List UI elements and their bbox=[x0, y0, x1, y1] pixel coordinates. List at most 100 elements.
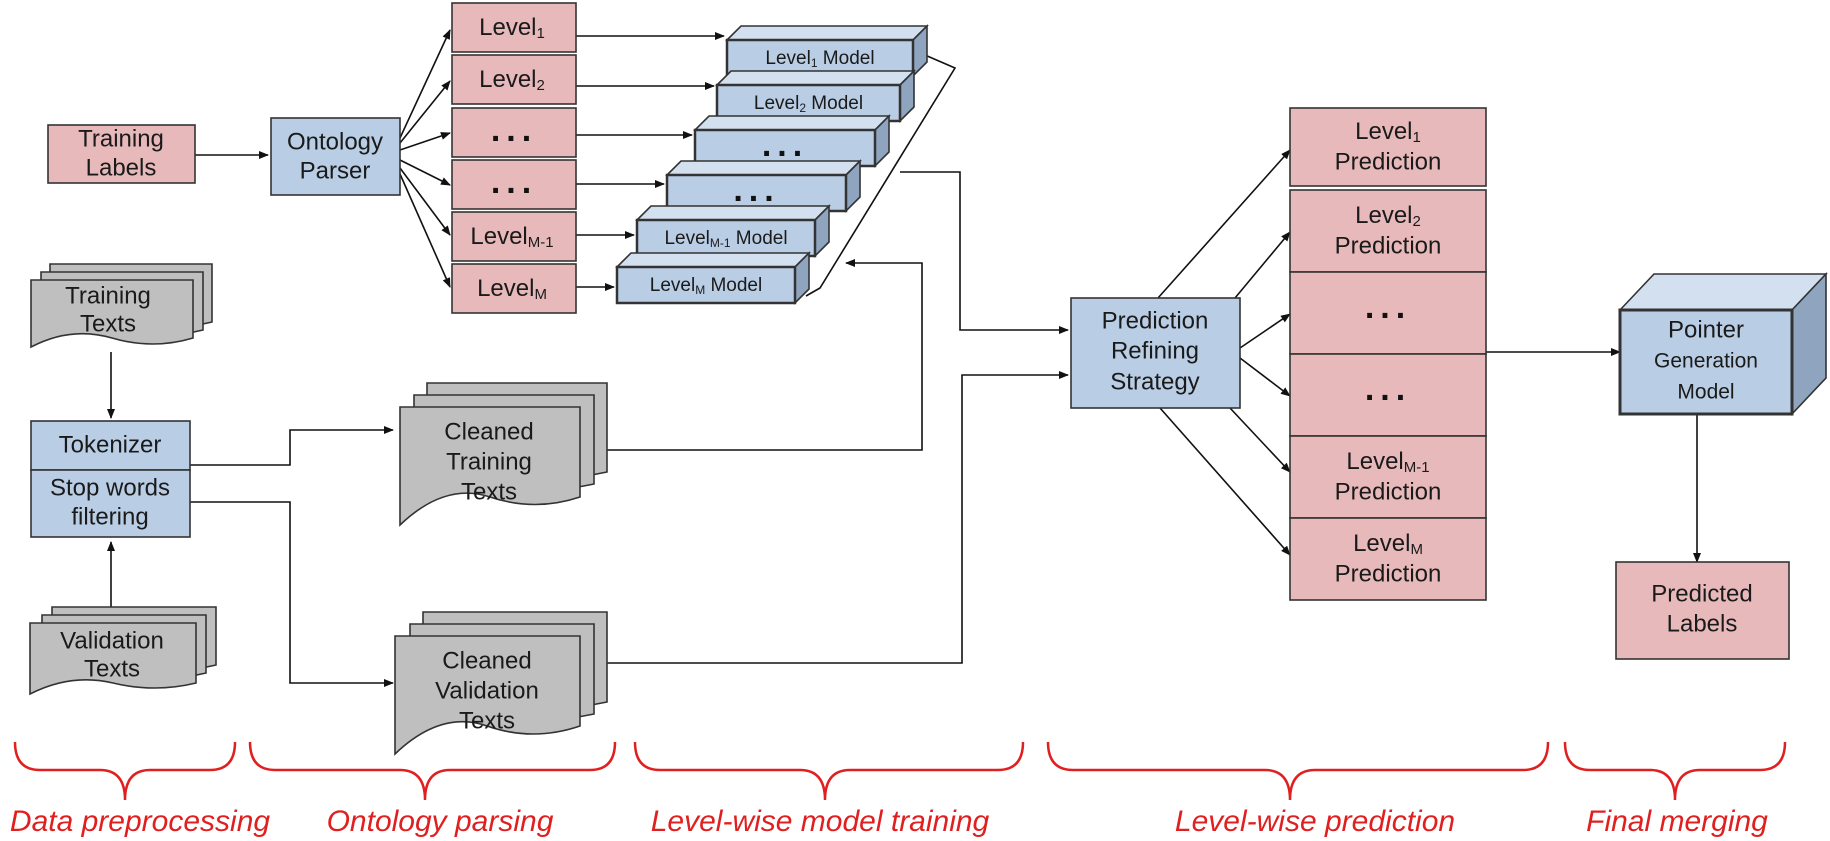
arrow-cleaned-training-to-models bbox=[607, 259, 923, 451]
arrow-parser-to-level-3 bbox=[399, 132, 451, 151]
stage-label-model-training: Level-wise model training bbox=[651, 805, 990, 838]
arrow-parser-to-level-2 bbox=[399, 80, 451, 144]
brace-level-prediction bbox=[1046, 741, 1550, 801]
arrow-refining-to-prediction-5 bbox=[1229, 407, 1291, 473]
stage-label-level-prediction: Level-wise prediction bbox=[1175, 805, 1455, 838]
level-box-5: LevelM-1 bbox=[451, 211, 577, 262]
cleaned-validation-text-2: Validation bbox=[435, 677, 539, 704]
pointer-text-3: Model bbox=[1677, 381, 1734, 404]
ontology-parser-text-2: Parser bbox=[300, 157, 371, 184]
cleaned-training-text-2: Training bbox=[446, 448, 532, 475]
prediction-word-2: Prediction bbox=[1335, 232, 1442, 259]
level-box-2: Level2 bbox=[451, 54, 577, 105]
arrow-filter-to-cleaned-validation bbox=[190, 501, 394, 687]
prediction-refining-node: Prediction Refining Strategy bbox=[1070, 297, 1241, 409]
connectors bbox=[107, 29, 1701, 687]
level-label-6: LevelM bbox=[477, 275, 547, 303]
brace-data-preprocessing bbox=[13, 741, 237, 801]
stage-label-data-preprocessing: Data preprocessing bbox=[10, 805, 270, 838]
stop-words-text-2: filtering bbox=[71, 503, 148, 530]
prediction-level-1: Level1 bbox=[1355, 118, 1421, 146]
model-box-3: ... bbox=[693, 114, 891, 168]
brace-final-merging bbox=[1563, 741, 1787, 801]
prediction-level-2: Level2 bbox=[1355, 202, 1421, 230]
cleaned-validation-text-3: Texts bbox=[459, 707, 515, 734]
training-texts-text-2: Texts bbox=[80, 310, 136, 337]
level-dots-3: ... bbox=[491, 111, 537, 149]
stage-label-ontology-parsing: Ontology parsing bbox=[327, 805, 554, 838]
model-dots-3: ... bbox=[762, 126, 808, 164]
validation-texts-node: Validation Texts bbox=[29, 606, 217, 696]
training-labels-text-2: Labels bbox=[86, 154, 157, 181]
arrow-models-to-refining bbox=[900, 171, 1069, 334]
arrow-cleaned-validation-to-refining bbox=[607, 371, 1069, 664]
arrow-refining-to-prediction-2 bbox=[1234, 231, 1291, 299]
prediction-level-6: LevelM bbox=[1353, 530, 1423, 558]
model-label-1: Level1 Model bbox=[765, 48, 874, 70]
cleaned-training-text-1: Cleaned bbox=[444, 418, 533, 445]
arrow-parser-to-level-1 bbox=[399, 29, 451, 139]
predicted-labels-node: Predicted Labels bbox=[1615, 561, 1790, 660]
arrow-parser-to-level-5 bbox=[399, 167, 451, 236]
level-box-3: ... bbox=[451, 107, 577, 158]
training-texts-node: Training Texts bbox=[30, 263, 213, 349]
prediction-box-4: ... bbox=[1289, 353, 1487, 437]
stop-words-text-1: Stop words bbox=[50, 474, 170, 501]
training-texts-text-1: Training bbox=[65, 282, 151, 309]
predicted-labels-text-2: Labels bbox=[1667, 610, 1738, 637]
pointer-text-2: Generation bbox=[1654, 350, 1758, 373]
prediction-refining-text-2: Refining bbox=[1111, 337, 1199, 364]
arrow-parser-to-level-4 bbox=[399, 159, 451, 186]
arrow-refining-to-prediction-1 bbox=[1157, 149, 1291, 299]
pointer-generation-node: Pointer Generation Model bbox=[1618, 271, 1828, 417]
prediction-word-6: Prediction bbox=[1335, 560, 1442, 587]
stage-label-final-merging: Final merging bbox=[1586, 805, 1768, 838]
training-labels-text-1: Training bbox=[78, 125, 164, 152]
level-box-1: Level1 bbox=[451, 2, 577, 53]
tokenizer-text: Tokenizer bbox=[59, 431, 162, 458]
model-label-6: LevelM Model bbox=[650, 275, 762, 297]
validation-texts-text-2: Texts bbox=[84, 655, 140, 682]
training-labels-node: Training Labels bbox=[47, 124, 196, 184]
arrow-refining-to-prediction-6 bbox=[1159, 407, 1291, 556]
stage-labels: Data preprocessing Ontology parsing Leve… bbox=[10, 805, 1768, 838]
level-label-5: LevelM-1 bbox=[470, 223, 553, 251]
validation-texts-text-1: Validation bbox=[60, 627, 164, 654]
model-dots-4: ... bbox=[733, 171, 779, 209]
cleaned-validation-node: Cleaned Validation Texts bbox=[394, 611, 608, 756]
ontology-parser-text-1: Ontology bbox=[287, 128, 383, 155]
prediction-word-1: Prediction bbox=[1335, 148, 1442, 175]
arrow-filter-to-cleaned-training bbox=[190, 426, 394, 466]
stage-braces bbox=[13, 741, 1787, 801]
cleaned-validation-text-1: Cleaned bbox=[442, 647, 531, 674]
brace-model-training bbox=[633, 741, 1025, 801]
prediction-dots-3: ... bbox=[1365, 288, 1411, 326]
pointer-text-1: Pointer bbox=[1668, 316, 1744, 343]
arrow-parser-to-level-6 bbox=[399, 173, 451, 288]
prediction-refining-text-1: Prediction bbox=[1102, 307, 1209, 334]
model-label-2: Level2 Model bbox=[754, 93, 863, 115]
level-dots-4: ... bbox=[491, 163, 537, 201]
arrow-refining-to-prediction-3 bbox=[1239, 313, 1291, 349]
prediction-dots-4: ... bbox=[1365, 370, 1411, 408]
tokenizer-node: Tokenizer bbox=[30, 420, 191, 471]
model-box-6: LevelM Model bbox=[615, 251, 811, 305]
brace-ontology-parsing bbox=[248, 741, 617, 801]
prediction-level-5: LevelM-1 bbox=[1346, 448, 1429, 476]
stop-words-node: Stop words filtering bbox=[30, 469, 191, 538]
prediction-box-3: ... bbox=[1289, 271, 1487, 355]
level-label-2: Level2 bbox=[479, 66, 545, 94]
prediction-boxes: Level1PredictionLevel2Prediction......Le… bbox=[1289, 107, 1487, 601]
cleaned-training-node: Cleaned Training Texts bbox=[399, 382, 608, 527]
cleaned-training-text-3: Texts bbox=[461, 478, 517, 505]
level-label-1: Level1 bbox=[479, 14, 545, 42]
model-box-4: ... bbox=[665, 159, 862, 213]
models-bracket bbox=[805, 51, 957, 297]
